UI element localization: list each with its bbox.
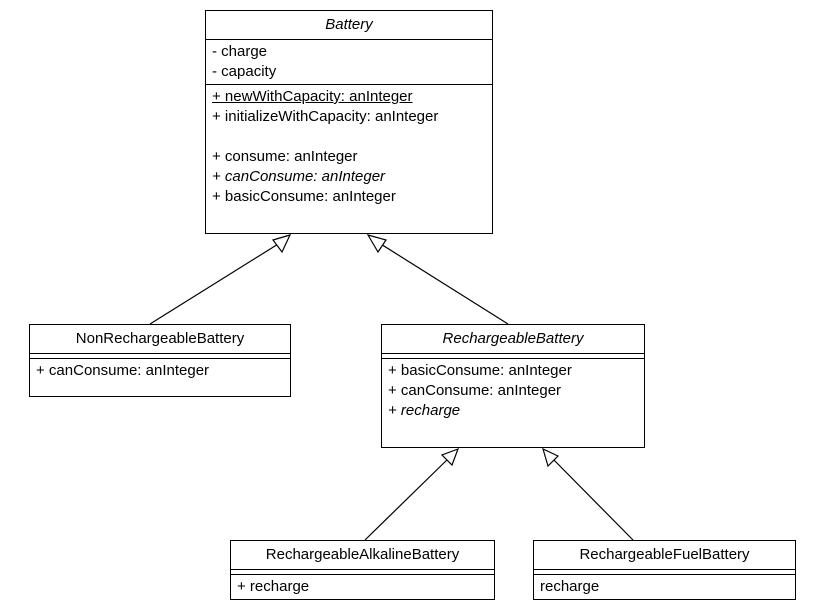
inheritance-arrowhead-nonrechargeable xyxy=(272,234,292,254)
operations-compartment: + basicConsume: anInteger + canConsume: … xyxy=(382,359,644,423)
operations-compartment: recharge xyxy=(534,575,795,599)
class-rechargeable-battery: RechargeableBattery + basicConsume: anIn… xyxy=(381,324,645,448)
inheritance-line-fuel xyxy=(548,454,634,541)
inheritance-line-rechargeable xyxy=(375,240,509,325)
class-rechargeable-fuel-battery: RechargeableFuelBattery recharge xyxy=(533,540,796,600)
attributes-compartment xyxy=(231,570,494,575)
operation-consume: + consume: anInteger xyxy=(212,148,358,165)
operation-basic-consume: + basicConsume: anInteger xyxy=(212,188,396,205)
operation-new-with-capacity: + newWithCapacity: anInteger xyxy=(212,88,413,105)
attribute-charge: - charge xyxy=(212,43,268,60)
class-name: RechargeableAlkalineBattery xyxy=(231,541,494,570)
class-name: RechargeableBattery xyxy=(382,325,644,354)
operations-compartment: + canConsume: anInteger xyxy=(30,359,290,383)
class-battery: Battery - charge - capacity + newWithCap… xyxy=(205,10,493,234)
inheritance-arrowhead-rechargeable xyxy=(366,234,387,254)
inheritance-arrowhead-alkaline xyxy=(440,447,460,467)
inheritance-line-nonrechargeable xyxy=(149,240,284,325)
inheritance-line-alkaline xyxy=(364,454,453,541)
class-name: NonRechargeableBattery xyxy=(30,325,290,354)
operation-initialize-with-capacity: + initializeWithCapacity: anInteger xyxy=(212,108,439,125)
operation-recharge: recharge xyxy=(540,578,600,595)
class-rechargeable-alkaline-battery: RechargeableAlkalineBattery + recharge xyxy=(230,540,495,600)
operation-can-consume: + canConsume: anInteger xyxy=(36,362,210,379)
operation-basic-consume: + basicConsume: anInteger xyxy=(388,362,572,379)
attribute-capacity: - capacity xyxy=(212,63,277,80)
class-non-rechargeable-battery: NonRechargeableBattery + canConsume: anI… xyxy=(29,324,291,397)
operation-can-consume: + canConsume: anInteger xyxy=(212,168,386,185)
attributes-compartment: - charge - capacity xyxy=(206,40,492,85)
operation-recharge: + recharge xyxy=(237,578,310,595)
class-name: Battery xyxy=(206,11,492,40)
class-name: RechargeableFuelBattery xyxy=(534,541,795,570)
operations-compartment: + recharge xyxy=(231,575,494,599)
operation-recharge: + recharge xyxy=(388,402,461,419)
attributes-compartment xyxy=(382,354,644,359)
inheritance-arrowhead-fuel xyxy=(542,447,560,468)
attributes-compartment xyxy=(30,354,290,359)
operations-compartment: + newWithCapacity: anInteger + initializ… xyxy=(206,85,492,209)
attributes-compartment xyxy=(534,570,795,575)
operation-can-consume: + canConsume: anInteger xyxy=(388,382,562,399)
